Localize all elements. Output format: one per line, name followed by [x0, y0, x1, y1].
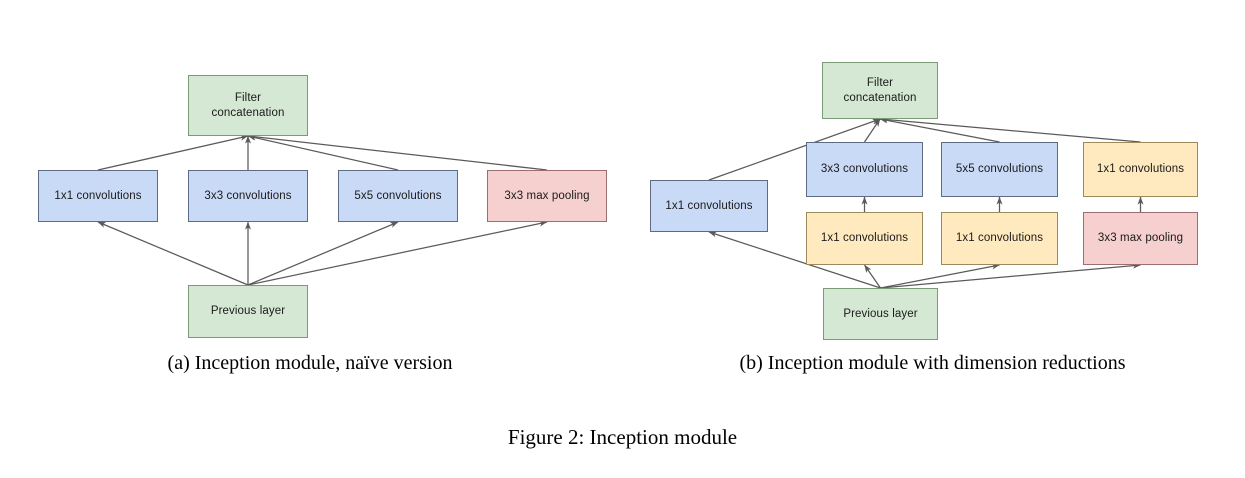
node-b-conv-1x1-right: 1x1 convolutions [1083, 142, 1198, 197]
node-a-previous-layer: Previous layer [188, 285, 308, 338]
edge-a-previous-layer-to-a-conv-5x5 [247, 221, 399, 286]
node-a-conv-5x5: 5x5 convolutions [338, 170, 458, 222]
node-b-maxpool-3x3: 3x3 max pooling [1083, 212, 1198, 265]
node-label: 3x3 convolutions [204, 189, 292, 202]
node-b-conv-1x1-mid1: 1x1 convolutions [806, 212, 923, 265]
subcaption-row: (a) Inception module, naïve version (b) … [0, 352, 1245, 392]
node-label: 3x3 max pooling [1097, 232, 1184, 245]
subcaption-a: (a) Inception module, naïve version [167, 352, 453, 374]
subcaption-b: (b) Inception module with dimension redu… [739, 352, 1126, 374]
node-a-conv-3x3: 3x3 convolutions [188, 170, 308, 222]
node-b-filter-concat: Filter concatenation [822, 62, 938, 119]
node-label: Filter concatenation [211, 91, 285, 119]
node-b-previous-layer: Previous layer [823, 288, 938, 340]
node-label: 1x1 convolutions [955, 232, 1044, 245]
node-label: 3x3 convolutions [820, 163, 909, 176]
node-label: Filter concatenation [843, 76, 917, 104]
figure-caption: Figure 2: Inception module [507, 425, 738, 449]
edge-a-conv-1x1-to-a-filter-concat [97, 134, 249, 171]
edge-b-conv-5x5-to-b-filter-concat [879, 117, 1000, 143]
edge-a-previous-layer-to-a-conv-1x1 [97, 221, 249, 286]
node-b-conv-1x1-left: 1x1 convolutions [650, 180, 768, 232]
node-a-maxpool-3x3: 3x3 max pooling [487, 170, 607, 222]
edge-b-previous-layer-to-b-maxpool-3x3 [880, 262, 1141, 289]
node-label: 3x3 max pooling [504, 189, 590, 202]
node-label: 5x5 convolutions [955, 163, 1044, 176]
node-label: 1x1 convolutions [665, 199, 753, 212]
node-label: Previous layer [843, 307, 918, 320]
diagram-inception-naive: Filter concatenation 1x1 convolutions 3x3 … [0, 0, 620, 350]
diagram-inception-dimension-reductions: Filter concatenation 1x1 convolutions 3x3 … [620, 0, 1245, 350]
node-b-conv-3x3: 3x3 convolutions [806, 142, 923, 197]
edge-b-conv-1x1-right-to-b-filter-concat [879, 116, 1141, 143]
node-label: 1x1 convolutions [1096, 163, 1185, 176]
edge-a-previous-layer-to-a-maxpool-3x3 [247, 220, 548, 286]
edge-b-conv-3x3-to-b-filter-concat [863, 118, 881, 143]
edge-b-previous-layer-to-b-conv-1x1-mid1 [863, 264, 882, 289]
node-label: 1x1 convolutions [820, 232, 909, 245]
node-label: 5x5 convolutions [354, 189, 442, 202]
edge-a-conv-5x5-to-a-filter-concat [247, 134, 399, 171]
node-label: 1x1 convolutions [54, 189, 142, 202]
node-a-filter-concat: Filter concatenation [188, 75, 308, 136]
node-a-conv-1x1: 1x1 convolutions [38, 170, 158, 222]
edge-b-previous-layer-to-b-conv-1x1-mid2 [880, 263, 1000, 289]
node-label: Previous layer [210, 305, 286, 318]
node-b-conv-1x1-mid2: 1x1 convolutions [941, 212, 1058, 265]
node-b-conv-5x5: 5x5 convolutions [941, 142, 1058, 197]
edge-a-maxpool-3x3-to-a-filter-concat [247, 133, 548, 171]
